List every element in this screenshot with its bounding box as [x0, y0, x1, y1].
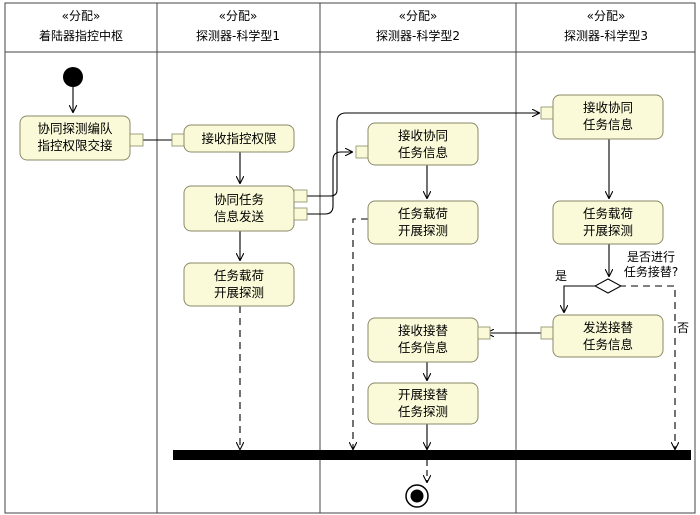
action-label-line2: 开展探测	[583, 223, 633, 238]
lane-stereotype: «分配»	[399, 9, 438, 23]
lane-title: 探测器-科学型1	[196, 28, 280, 43]
action-label-line1: 发送接替	[583, 320, 634, 335]
lane-header-probe1: «分配» 探测器-科学型1	[196, 9, 280, 43]
action-label-line2: 指控权限交接	[37, 138, 113, 153]
dashed-edges	[240, 218, 675, 449]
decision-question-line1: 是否进行	[627, 250, 675, 264]
action-probe3-detect: 任务载荷 开展探测	[552, 200, 664, 245]
lane-header-lander: «分配» 着陆器指控中枢	[39, 9, 123, 43]
action-label-line1: 协同任务	[214, 192, 264, 207]
edge-decision-yes	[564, 285, 597, 312]
lane-stereotype: «分配»	[62, 9, 101, 23]
decision-question-line2: 任务接替?	[624, 264, 678, 279]
edge-sendinfo-to-recv2	[307, 152, 352, 215]
lane-stereotype: «分配»	[219, 9, 258, 23]
action-probe2-receive-info: 接收协同 任务信息	[355, 122, 479, 166]
lane-stereotype: «分配»	[587, 9, 626, 23]
decision-no-label: 否	[677, 321, 689, 335]
action-label-line1: 接收接替	[398, 323, 449, 338]
lane-title: 探测器-科学型3	[564, 28, 648, 43]
action-label-line2: 任务信息	[583, 117, 633, 132]
action-label-line1: 开展接替	[398, 387, 449, 402]
lane-header-probe2: «分配» 探测器-科学型2	[376, 9, 460, 43]
action-label-line2: 开展探测	[214, 285, 264, 300]
action-send-coop-info: 协同任务 信息发送	[183, 185, 308, 232]
action-receive-control: 接收指控权限	[171, 124, 295, 153]
action-label-line2: 信息发送	[214, 209, 265, 224]
action-probe3-receive-info: 接收协同 任务信息	[540, 94, 664, 140]
action-label: 接收指控权限	[201, 131, 277, 146]
action-send-takeover-info: 发送接替 任务信息	[540, 314, 664, 358]
action-probe1-detect: 任务载荷 开展探测	[183, 262, 295, 307]
action-label-line2: 任务信息	[398, 340, 448, 355]
initial-node	[63, 67, 83, 87]
join-bar	[173, 450, 691, 460]
action-label-line2: 开展探测	[398, 223, 448, 238]
lane-title: 着陆器指控中枢	[39, 28, 123, 43]
action-label-line2: 任务信息	[398, 145, 448, 160]
action-probe2-detect: 任务载荷 开展探测	[367, 200, 479, 245]
action-label-line2: 任务探测	[398, 404, 448, 419]
lane-header-probe3: «分配» 探测器-科学型3	[564, 9, 648, 43]
action-label-line1: 接收协同	[583, 100, 633, 115]
action-label-line1: 任务载荷	[583, 206, 633, 221]
action-label-line2: 任务信息	[583, 337, 633, 352]
edge-decision-no	[619, 285, 675, 449]
action-label-line1: 协同探测编队	[37, 121, 113, 136]
edge-detect2-to-join	[353, 218, 368, 449]
action-label-line1: 任务载荷	[398, 206, 448, 221]
swimlane-frame	[4, 2, 696, 514]
action-label-line1: 任务载荷	[214, 268, 264, 283]
final-node	[405, 484, 429, 508]
edges	[73, 87, 609, 482]
action-coop-handover: 协同探测编队 指控权限交接	[19, 115, 144, 161]
lane-title: 探测器-科学型2	[376, 28, 460, 43]
decision-yes-label: 是	[555, 269, 567, 283]
decision-node: 是否进行 任务接替? 是 否	[555, 250, 689, 335]
action-receive-takeover-info: 接收接替 任务信息	[367, 317, 491, 363]
action-label-line1: 接收协同	[398, 128, 448, 143]
action-takeover-detect: 开展接替 任务探测	[367, 382, 479, 425]
